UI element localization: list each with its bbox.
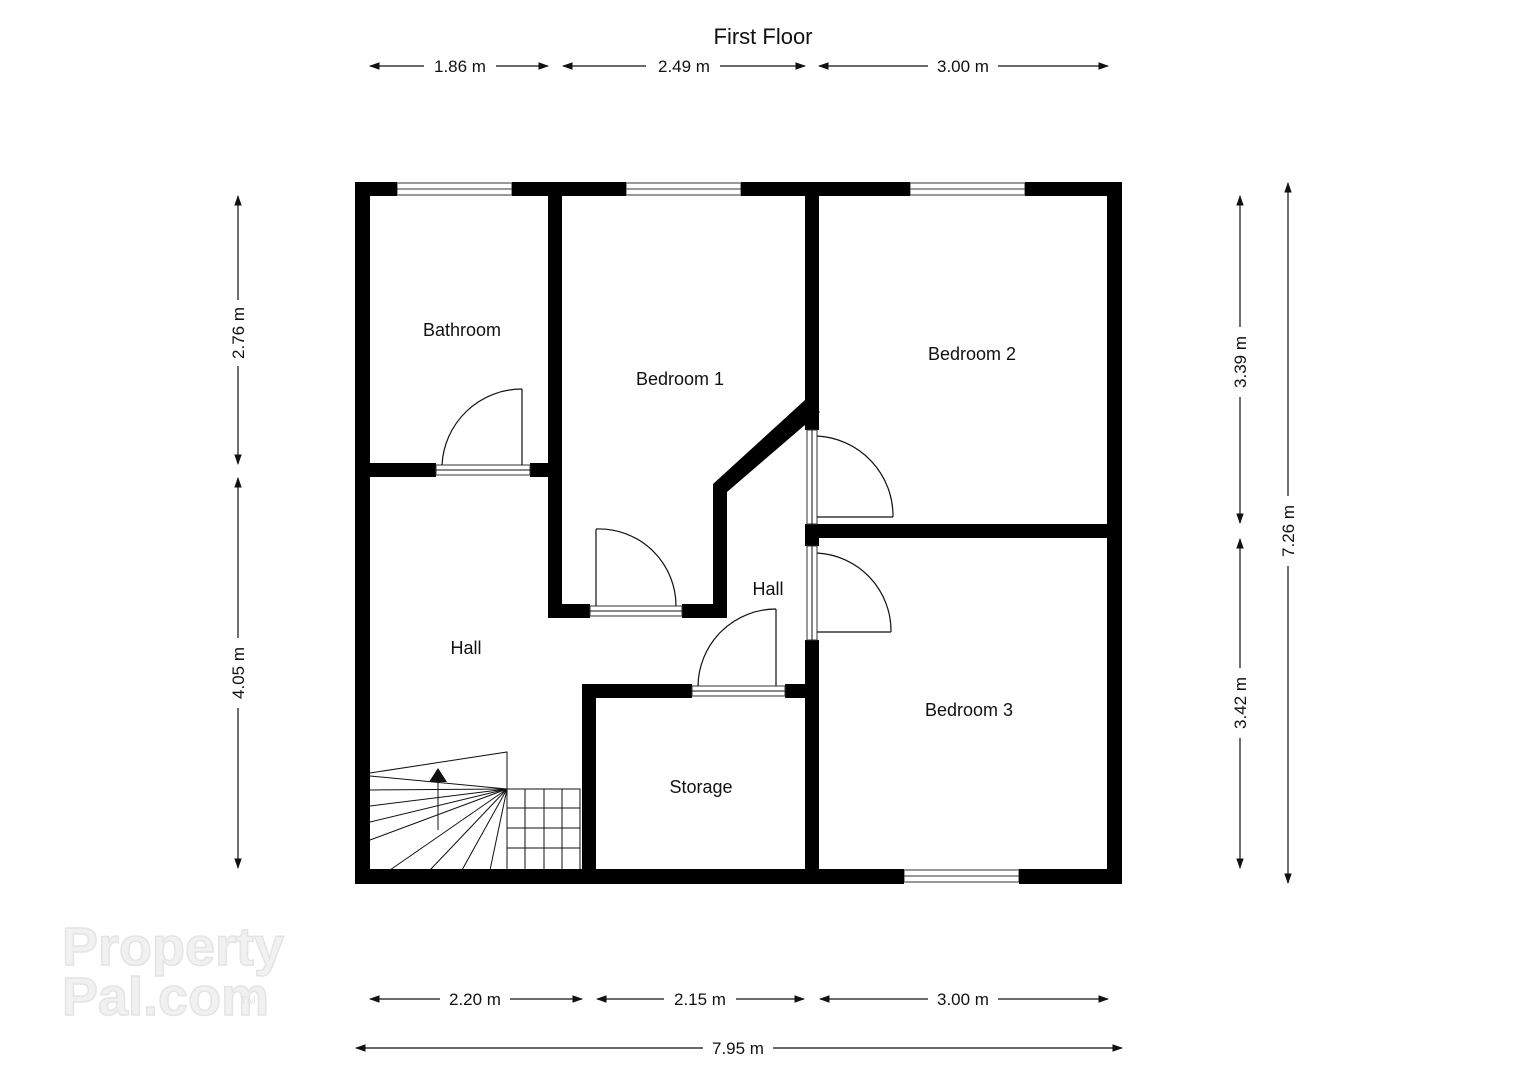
dim-bottom-left: 2.20 m — [449, 990, 501, 1009]
door-bedroom-2 — [806, 429, 894, 525]
dim-bottom-mid: 2.15 m — [674, 990, 726, 1009]
dimension-lines — [234, 62, 1292, 1052]
watermark-line2: Pal.com — [62, 967, 269, 1027]
door-bedroom-1 — [589, 528, 683, 617]
watermark-logo: Property Pal.com TM — [61, 916, 285, 1028]
windows — [396, 182, 1026, 883]
dim-right-upper: 3.39 m — [1231, 336, 1250, 388]
dim-overall-width: 7.95 m — [712, 1039, 764, 1058]
room-label-bathroom: Bathroom — [423, 320, 501, 340]
door-bedroom-3 — [806, 545, 892, 641]
room-labels: Bathroom Bedroom 1 Bedroom 2 Bedroom 3 H… — [423, 320, 1016, 797]
room-label-bedroom-3: Bedroom 3 — [925, 700, 1013, 720]
dim-top-left: 1.86 m — [434, 57, 486, 76]
room-label-hall-upper: Hall — [752, 579, 783, 599]
staircase — [369, 751, 581, 871]
room-label-bedroom-1: Bedroom 1 — [636, 369, 724, 389]
watermark-tm: TM — [240, 995, 256, 1007]
plan-title: First Floor — [714, 24, 813, 49]
dim-bottom-right: 3.00 m — [937, 990, 989, 1009]
walls — [355, 182, 1122, 884]
door-storage — [691, 608, 786, 697]
door-bathroom — [435, 388, 531, 476]
dim-right-lower: 3.42 m — [1231, 677, 1250, 729]
doors — [435, 388, 894, 697]
room-label-hall: Hall — [450, 638, 481, 658]
room-label-bedroom-2: Bedroom 2 — [928, 344, 1016, 364]
dim-left-upper: 2.76 m — [229, 307, 248, 359]
watermark-line1: Property — [62, 917, 284, 977]
dim-top-right: 3.00 m — [937, 57, 989, 76]
dim-top-mid: 2.49 m — [658, 57, 710, 76]
dimension-labels: 1.86 m 2.49 m 3.00 m 2.20 m 2.15 m 3.00 … — [229, 57, 1298, 1058]
dim-left-lower: 4.05 m — [229, 647, 248, 699]
dim-overall-height: 7.26 m — [1279, 505, 1298, 557]
room-label-storage: Storage — [669, 777, 732, 797]
